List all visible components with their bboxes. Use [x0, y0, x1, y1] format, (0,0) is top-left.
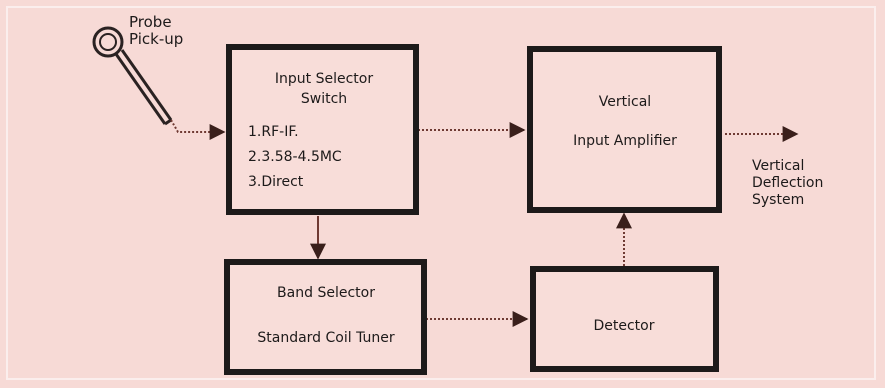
input-selector-option-1: 1.RF-IF. [248, 125, 299, 139]
vertical-input-amplifier-box: Vertical Input Amplifier [527, 46, 722, 213]
wire-probe-to-selector [171, 120, 224, 132]
output-label-line2: Deflection [752, 176, 823, 190]
vertical-amplifier-line1: Vertical [599, 95, 651, 109]
probe-label-line1: Probe [129, 15, 172, 30]
input-selector-title-line2: Switch [301, 92, 347, 106]
input-selector-option-2: 2.3.58-4.5MC [248, 150, 342, 164]
band-selector-line1: Band Selector [277, 286, 375, 300]
input-selector-switch-box: Input Selector Switch 1.RF-IF. 2.3.58-4.… [226, 44, 419, 215]
detector-label: Detector [593, 319, 654, 333]
vertical-amplifier-line2: Input Amplifier [573, 134, 677, 148]
band-selector-box: Band Selector Standard Coil Tuner [224, 259, 427, 375]
input-selector-title-line1: Input Selector [275, 72, 373, 86]
output-label-line1: Vertical [752, 159, 804, 173]
detector-box: Detector [530, 266, 719, 372]
band-selector-line2: Standard Coil Tuner [257, 331, 394, 345]
output-label-line3: System [752, 193, 804, 207]
input-selector-option-3: 3.Direct [248, 175, 303, 189]
probe-label-line2: Pick-up [129, 32, 183, 47]
